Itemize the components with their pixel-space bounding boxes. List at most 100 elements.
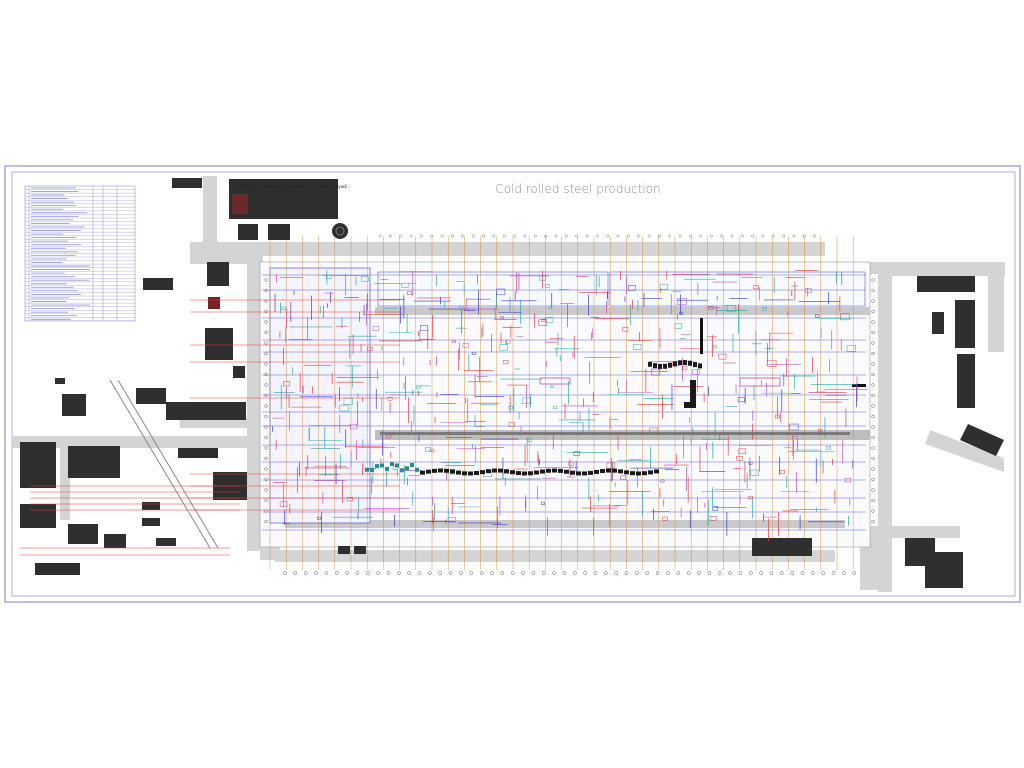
column-marker [264,309,268,314]
equipment-cluster [653,363,657,369]
equipment-cluster [693,362,697,368]
rolling-mill-unit [510,470,515,475]
column-marker [871,404,875,408]
column-marker [593,571,598,575]
column-marker [813,234,817,238]
column-marker [541,571,546,575]
drawing-frame-inner [11,171,1016,597]
cyan-equipment [370,467,374,472]
equipment-cluster [658,363,662,369]
rolling-mill-unit [504,469,509,474]
equipment-box [659,283,668,290]
bay-north-east [609,271,866,307]
column-marker [264,341,268,345]
rolling-mill-unit [528,471,533,476]
column-marker [264,320,268,324]
rolling-mill-unit [648,470,653,475]
building [35,563,80,575]
equipment-box [521,397,531,404]
column-marker [782,234,786,238]
column-marker [264,435,268,440]
equipment-box [407,291,412,295]
column-marker [430,234,434,238]
cyan-equipment [405,466,409,471]
column-marker [264,288,268,293]
building [955,300,975,348]
column-marker [513,234,516,238]
column-marker [564,234,568,238]
equipment-box [420,325,429,331]
equipment-box [343,398,353,405]
column-marker [409,234,413,238]
column-marker [730,234,734,238]
column-marker [264,498,268,503]
magenta-area [739,377,781,387]
column-marker [492,234,496,238]
column-marker [792,234,796,238]
building [917,276,975,292]
equipment-box [677,298,687,305]
column-marker [419,234,423,238]
column-marker [831,571,836,575]
equipment-box [508,422,515,427]
column-marker [740,234,744,238]
column-marker [459,571,463,575]
equipment-box [459,306,464,310]
equipment-box [713,345,717,349]
building [238,224,258,240]
equipment-box [568,461,574,466]
rail-line [117,379,219,549]
equipment-box [281,306,286,310]
equipment-box [738,448,746,454]
building [354,546,366,554]
equipment-bar [852,384,866,387]
column-marker [264,383,268,387]
rolling-mill-unit [546,468,551,473]
column-marker [417,571,422,575]
drawing-frame-outer [4,165,1021,603]
column-marker [871,278,875,282]
legend-table [24,185,136,322]
column-marker [264,456,268,461]
column-marker [438,571,443,575]
column-marker [451,234,454,238]
column-marker [871,456,875,461]
equipment-box [499,344,509,351]
cyan-equipment [365,467,369,472]
column-marker [871,477,875,482]
equipment-box [679,311,684,315]
column-marker [544,234,547,238]
rolling-mill-unit [600,469,605,474]
building [752,538,812,556]
building [104,534,126,548]
rolling-mill-unit [468,471,473,476]
equipment-box [361,276,369,282]
building [156,538,176,546]
equipment-box [552,405,558,410]
road-west-vertical [60,440,70,520]
rolling-mill-unit [558,468,563,473]
equipment-box [544,284,550,288]
equipment-box [712,506,718,511]
rolling-mill-unit [612,468,617,473]
equipment-box [620,475,626,480]
column-marker [303,571,308,575]
equipment-box [347,497,354,502]
rolling-mill-unit [618,469,623,474]
column-marker [440,234,444,238]
equipment-box [425,447,432,452]
column-marker [761,234,765,238]
road-left-north [203,176,217,246]
cyan-equipment [375,464,379,469]
column-marker [397,571,401,575]
column-marker [482,234,485,238]
road-right-vertical [878,262,892,592]
equipment-box [326,274,332,279]
rolling-mill-unit [426,469,431,474]
building [932,312,944,334]
equipment-box [660,479,665,483]
equipment-box [502,360,509,365]
equipment-box [789,423,799,431]
equipment-box [650,368,661,376]
building [172,178,202,188]
